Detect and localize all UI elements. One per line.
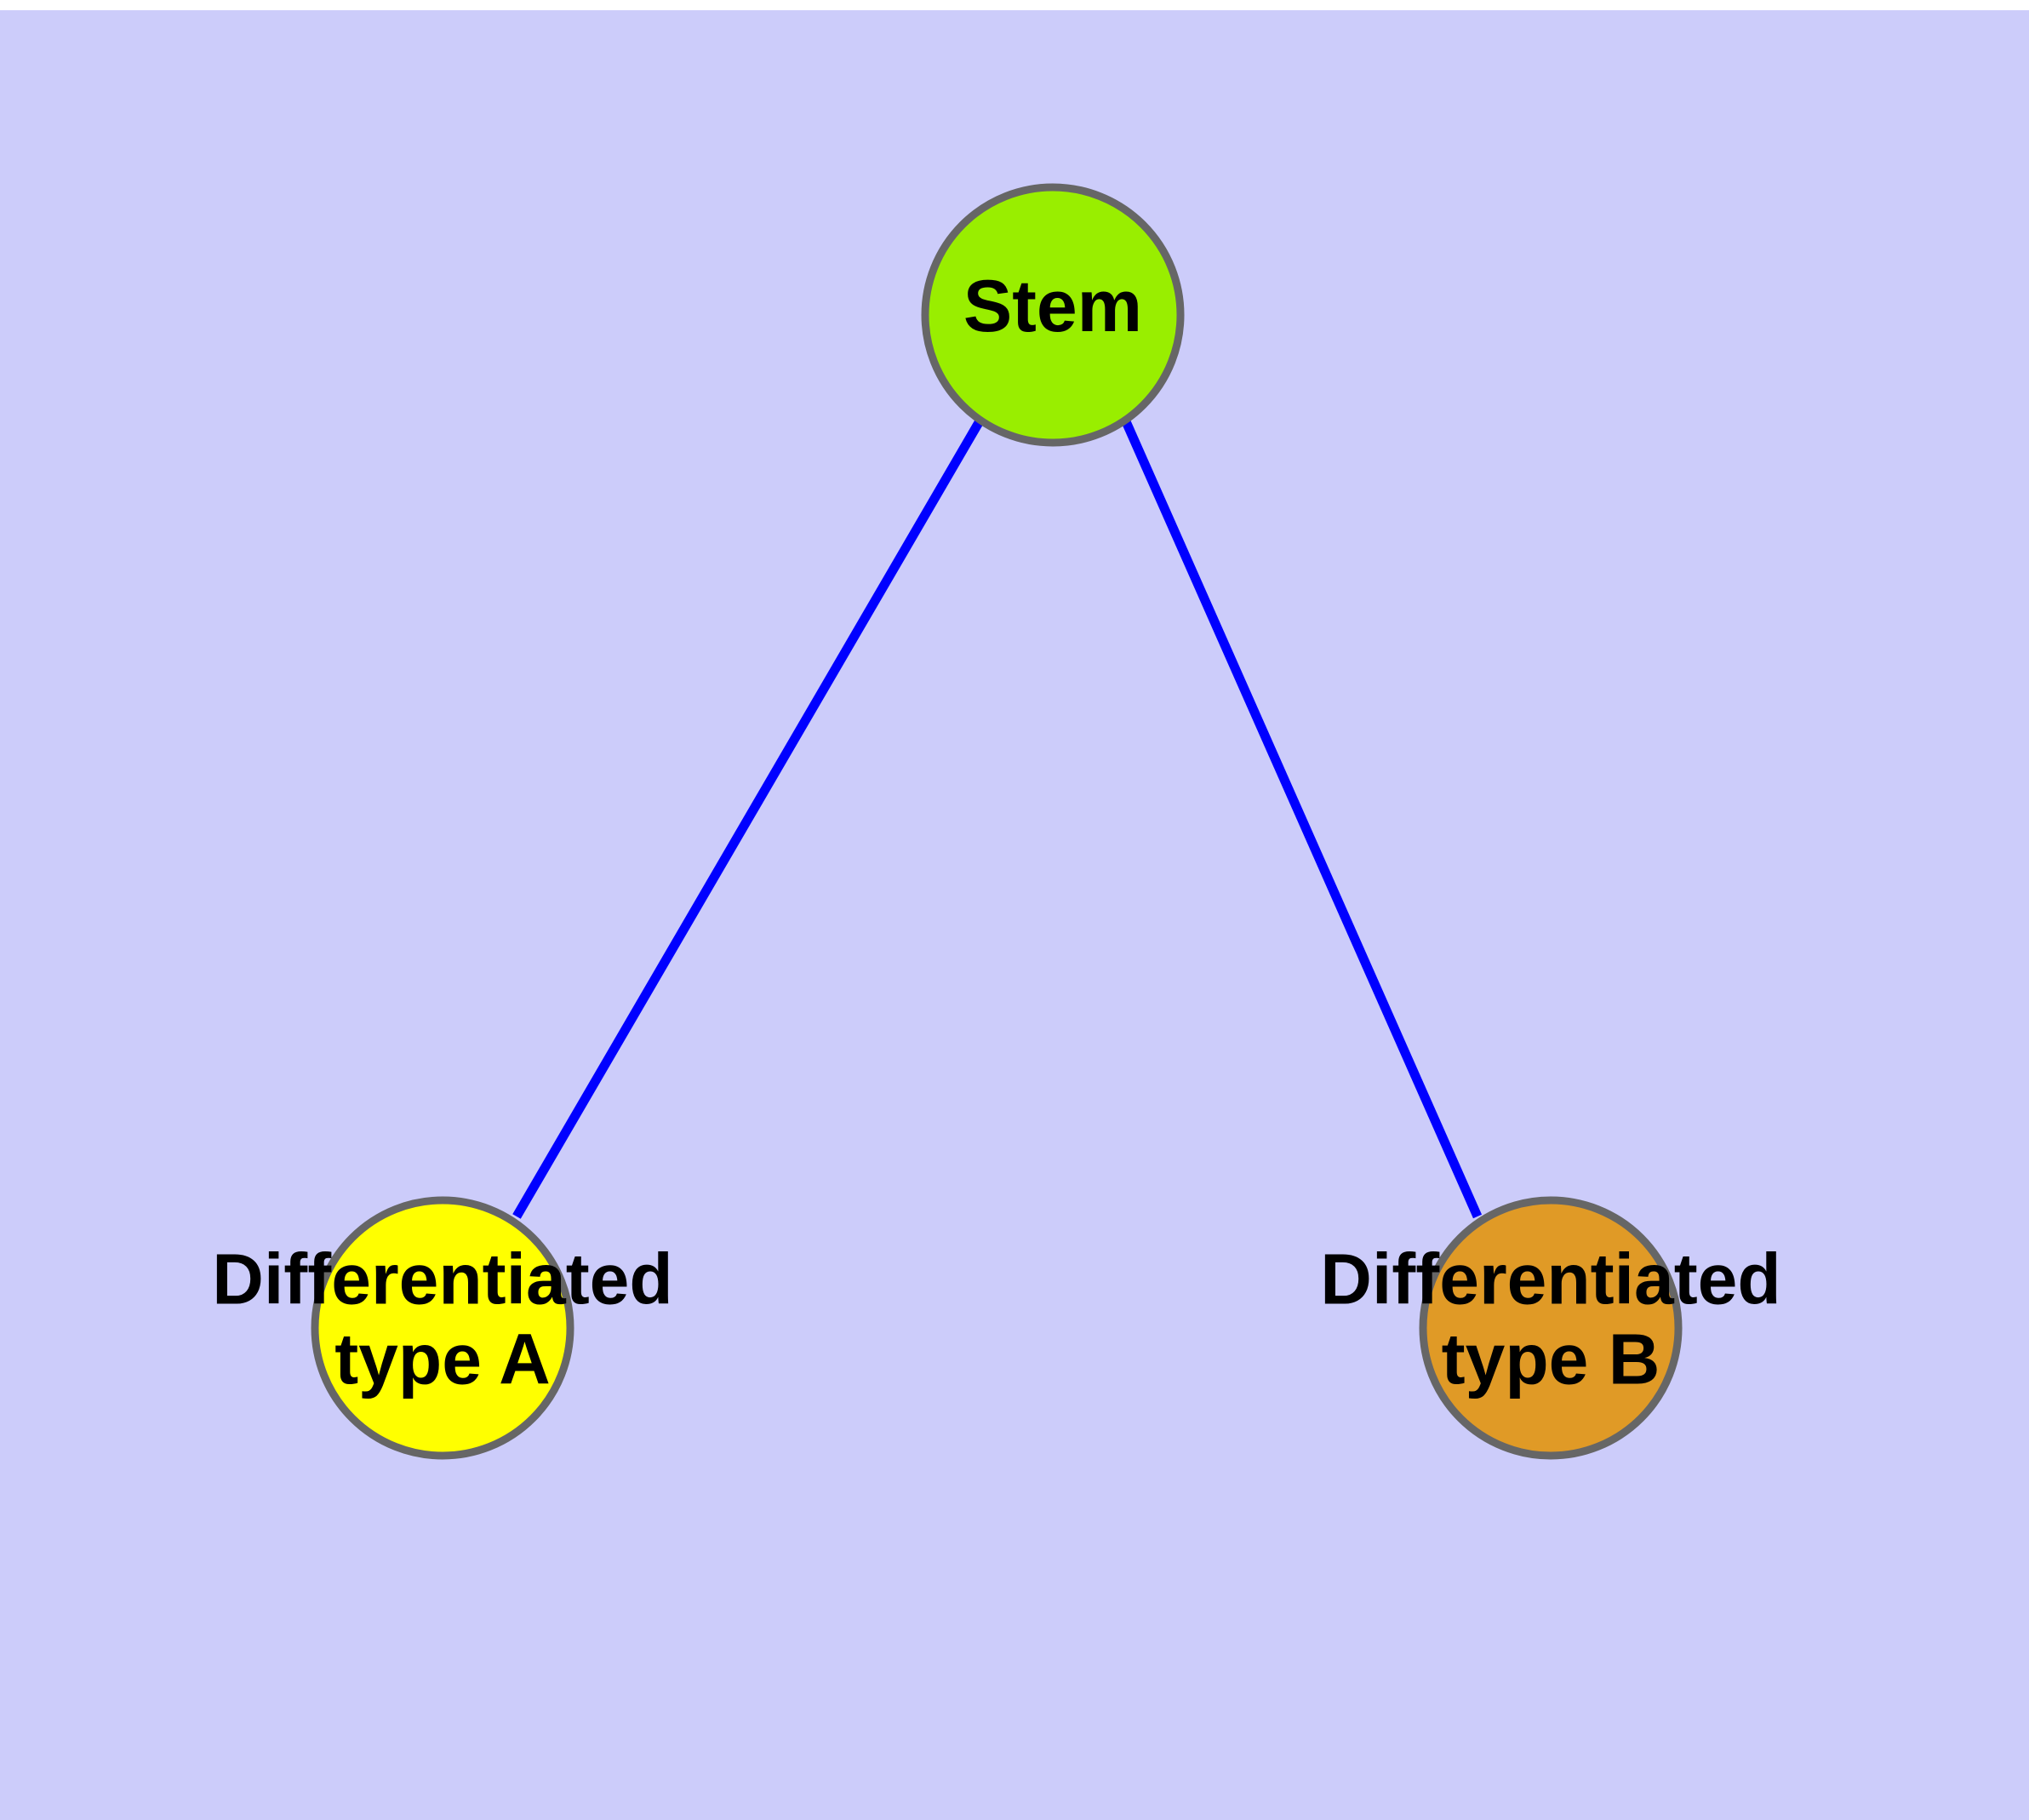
edges-layer	[512, 417, 1483, 1219]
graph-node-label-line: Differentiated	[212, 1239, 672, 1319]
graph-edge-stem-to-diff-a[interactable]	[512, 417, 985, 1219]
graph-node-stem[interactable]	[921, 183, 1185, 447]
graph-node-label-line: type B	[1442, 1319, 1660, 1399]
graph-node-label-line: Stem	[963, 266, 1142, 347]
graph-node-label-line: type A	[334, 1319, 551, 1399]
graph-node-diff-a[interactable]	[311, 1196, 574, 1460]
graph-node-label-line: Differentiated	[1320, 1239, 1780, 1319]
nodes-layer	[311, 183, 1683, 1460]
graph-node-label-stem: Stem	[963, 266, 1142, 347]
graph-edge-stem-to-diff-b[interactable]	[1120, 417, 1483, 1219]
graph-node-diff-b[interactable]	[1419, 1196, 1683, 1460]
